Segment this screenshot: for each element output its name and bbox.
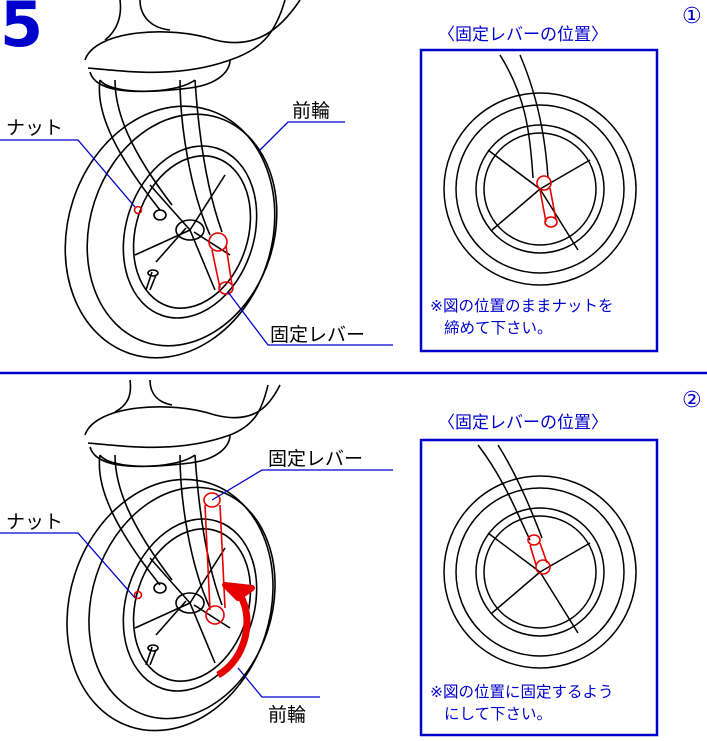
inset-title-1: 〈固定レバーの位置〉 (438, 25, 608, 45)
leaders-2 (0, 469, 393, 698)
front-wheel-drawing-2 (66, 379, 281, 732)
rotation-arrowhead (222, 582, 255, 601)
inset-note-2-line1: ※図の位置に固定するよう (430, 683, 614, 701)
lever-highlight-2 (133, 492, 226, 625)
inset-wheel-1 (443, 54, 637, 286)
leaders-1 (0, 121, 393, 346)
nut-label-1: ナット (6, 117, 64, 139)
nut-label-2: ナット (6, 511, 64, 533)
front-wheel-label-1: 前輪 (292, 100, 331, 122)
step-number: 5 (0, 0, 44, 61)
inset-lever-1 (536, 175, 558, 228)
inset-note-1-line1: ※図の位置のままナットを (430, 297, 614, 315)
front-wheel-label-2: 前輪 (268, 704, 307, 726)
panel-marker-1: ① (682, 4, 702, 29)
panel-marker-2: ② (682, 388, 702, 413)
inset-note-2-line2: にして下さい。 (444, 705, 553, 723)
inset-lever-2 (527, 534, 551, 575)
inset-title-2: 〈固定レバーの位置〉 (438, 413, 608, 433)
front-wheel-drawing-1 (64, 0, 301, 359)
inset-box-1 (419, 48, 659, 353)
lever-label-2: 固定レバー (268, 448, 364, 470)
lever-highlight-1 (133, 205, 234, 295)
inset-box-2 (419, 438, 659, 737)
inset-wheel-2 (443, 444, 637, 669)
rotation-arrow (216, 593, 251, 679)
inset-note-1-line2: 締めて下さい。 (444, 319, 553, 337)
lever-label-1: 固定レバー (270, 324, 366, 346)
